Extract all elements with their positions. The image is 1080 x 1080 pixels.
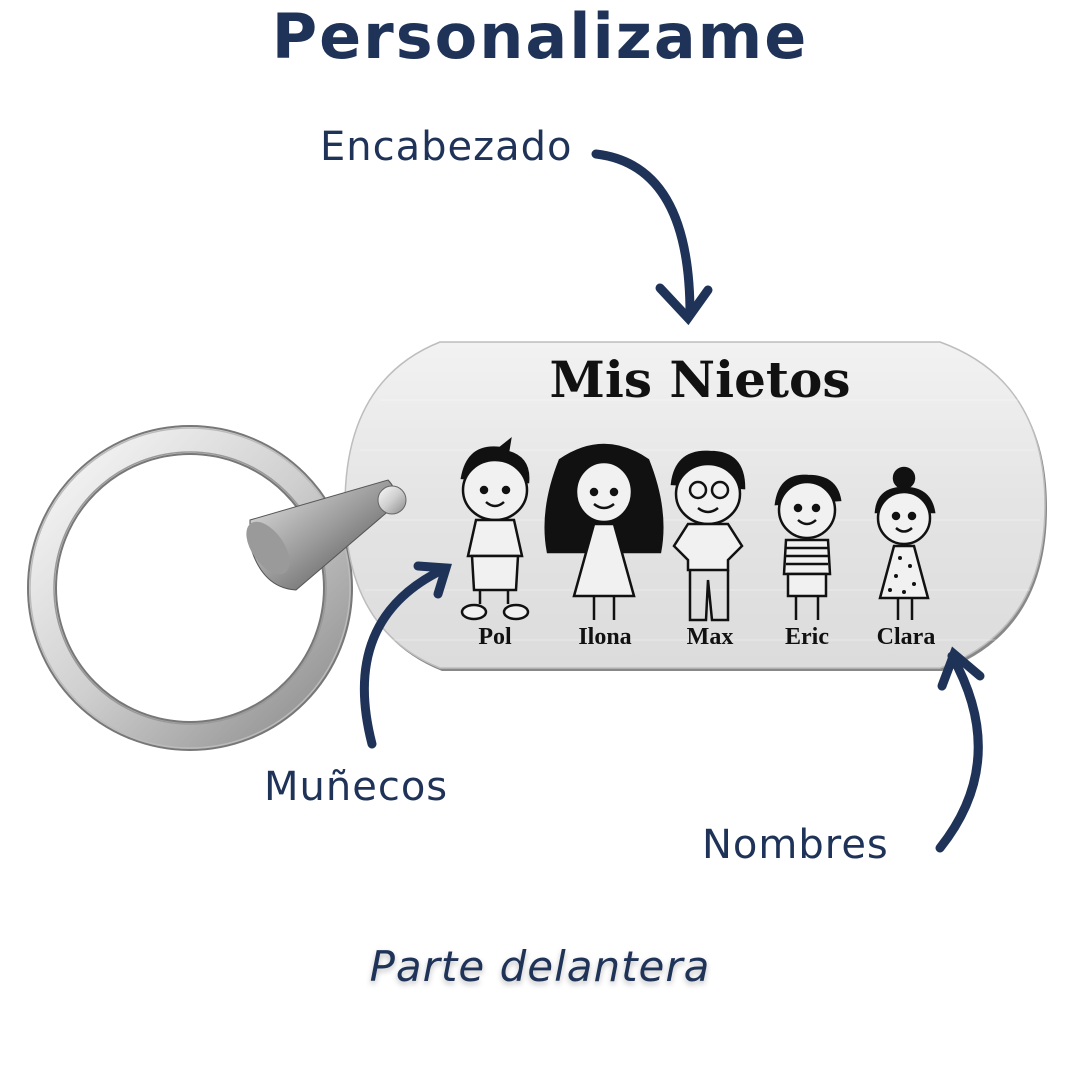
boy-spiky-hair-icon (460, 436, 530, 621)
figure-name: Eric (785, 624, 829, 650)
figure-name: Clara (876, 624, 936, 650)
arrow-figures-icon (359, 565, 447, 749)
header-callout-label: Encabezado (320, 124, 573, 170)
figure-name: Max (686, 624, 734, 650)
callout-arrows (359, 149, 985, 853)
figures-callout-label: Muñecos (264, 764, 449, 810)
figures-group (460, 436, 936, 622)
figure-name: Ilona (578, 624, 632, 650)
arrow-header-icon (591, 149, 695, 319)
arrow-names-icon (935, 651, 983, 853)
figure-name: Pol (478, 624, 512, 650)
page-title: Personalizame (271, 0, 809, 73)
names-callout-label: Nombres (702, 822, 889, 868)
boy-glasses-icon (670, 450, 746, 622)
girl-bun-dress-icon (874, 466, 936, 620)
bail-clasp-icon (246, 479, 407, 591)
boy-striped-shirt-icon (774, 474, 842, 620)
key-ring-icon (27, 425, 353, 751)
footer-caption: Parte delantera (369, 942, 711, 991)
girl-long-hair-icon (544, 443, 664, 620)
tag-header-text: Mis Nietos (549, 350, 851, 409)
